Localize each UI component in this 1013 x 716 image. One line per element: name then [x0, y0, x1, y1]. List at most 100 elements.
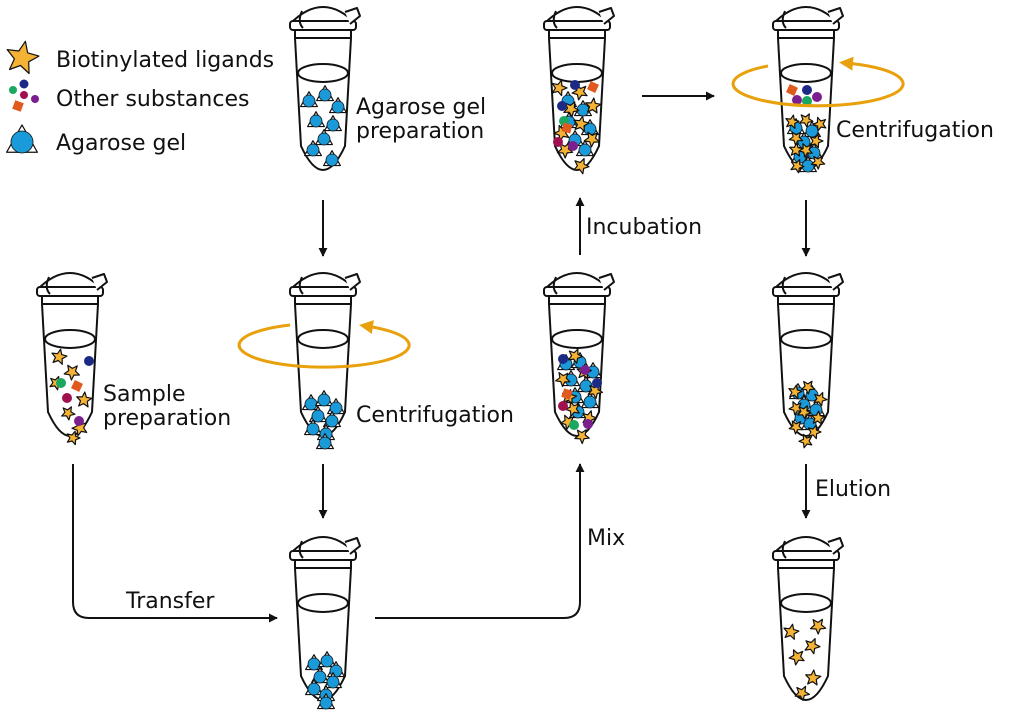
ligand-star [794, 685, 810, 701]
star-icon [6, 40, 40, 75]
ligand-star [789, 142, 804, 157]
microcentrifuge-tube-icon [289, 272, 361, 437]
substance-dot [570, 80, 580, 90]
agarose-bead [576, 140, 594, 157]
agarose-bead [315, 129, 333, 146]
agarose-bead [300, 91, 318, 108]
liquid-surface [297, 329, 349, 349]
substance-dot [56, 378, 66, 388]
agarose-bead [323, 411, 341, 428]
substance-dot [84, 356, 94, 366]
ligand-star [563, 101, 580, 118]
agarose-bead [581, 392, 599, 409]
agarose-bead [304, 419, 322, 436]
substance-dot [812, 92, 822, 102]
ligand-star [804, 638, 821, 655]
legend: Biotinylated ligands Other substances Ag… [6, 40, 274, 156]
substance-dot [9, 86, 17, 94]
ligand-star [564, 401, 580, 417]
ligand-star [6, 40, 40, 75]
ligand-star [76, 391, 93, 408]
step-label-gel-prep-line1: Agarose gel [356, 95, 486, 120]
liquid-surface [780, 63, 832, 83]
agarose-bead [327, 398, 345, 415]
flow-arrows [72, 91, 811, 623]
substance-dot [792, 95, 802, 105]
substance-dot [553, 137, 563, 147]
step-label-incubation: Incubation [586, 215, 702, 240]
substance-dot [569, 420, 579, 430]
substance-square [561, 122, 573, 134]
ligand-star [805, 669, 822, 686]
agarose-bead [799, 156, 817, 173]
ligand-star [555, 372, 571, 388]
legend-ligand-label: Biotinylated ligands [56, 48, 274, 73]
ligand-star [585, 97, 602, 114]
ligand-star [809, 618, 827, 635]
agarose-bead [329, 97, 347, 114]
ligand-star [809, 133, 824, 149]
step-label-sample-prep-line2: preparation [103, 406, 231, 431]
substance-square [12, 100, 24, 112]
agarose-bead [316, 85, 334, 102]
liquid-surface [551, 329, 603, 349]
substance-square [587, 81, 599, 93]
tube-eluted-ligands [772, 536, 844, 701]
ligand-star [63, 364, 80, 381]
substance-dot [592, 378, 602, 388]
tube-mixed-sample [543, 272, 615, 445]
agarose-bead [316, 433, 334, 450]
agarose-bead [307, 111, 325, 128]
substance-dot [20, 91, 28, 99]
arrow-mix [375, 463, 585, 619]
substance-dot [568, 141, 578, 151]
agarose-bead [315, 390, 333, 407]
substance-square [786, 84, 798, 96]
step-label-gel-prep-line2: preparation [356, 119, 484, 144]
liquid-surface [780, 329, 832, 349]
ligand-star [790, 159, 805, 174]
step-label-mix: Mix [587, 526, 625, 551]
substance-dot [583, 419, 593, 429]
ligand-star [799, 113, 814, 128]
ligand-star [813, 392, 828, 407]
agarose-bead [305, 679, 323, 696]
tube-sample-preparation [36, 272, 108, 446]
substance-dot [558, 401, 568, 411]
ligand-star [812, 116, 827, 132]
step-label-elution: Elution [815, 477, 891, 502]
substance-dot [19, 79, 29, 89]
ligand-star [574, 429, 590, 445]
liquid-surface [780, 593, 832, 613]
legend-other-label: Other substances [56, 87, 249, 112]
rotation-arrow-icon [731, 56, 905, 108]
substance-square [561, 388, 573, 400]
step-label-centrifugation-middle: Centrifugation [356, 403, 514, 428]
legend-gel-label: Agarose gel [56, 131, 186, 156]
ligand-star [551, 79, 568, 97]
agarose-bead [311, 667, 329, 684]
tube-transferred-gel [289, 536, 361, 710]
substance-dot [558, 354, 568, 364]
rotation-arrow-icon [237, 320, 411, 369]
ligand-star [788, 131, 804, 146]
liquid-surface [44, 329, 96, 349]
ligand-star [788, 649, 805, 666]
agarose-bead [304, 140, 322, 157]
agarose-bead [324, 115, 342, 132]
ligand-star [568, 348, 584, 364]
substance-dot [62, 393, 72, 403]
ligand-star [783, 623, 800, 640]
liquid-surface [297, 593, 349, 613]
ligand-star [788, 384, 803, 399]
ligand-star [788, 420, 804, 435]
ligand-star [811, 410, 826, 425]
step-label-sample-prep-line1: Sample [103, 382, 186, 407]
agarose-bead [318, 651, 336, 668]
substance-dot [802, 96, 812, 106]
substance-square [71, 380, 83, 392]
tube-incubated-mixture [543, 6, 615, 175]
tube-centrifuged-gel [289, 272, 361, 450]
agarose-bead-icon [6, 124, 38, 154]
microcentrifuge-tube-icon [289, 6, 361, 171]
